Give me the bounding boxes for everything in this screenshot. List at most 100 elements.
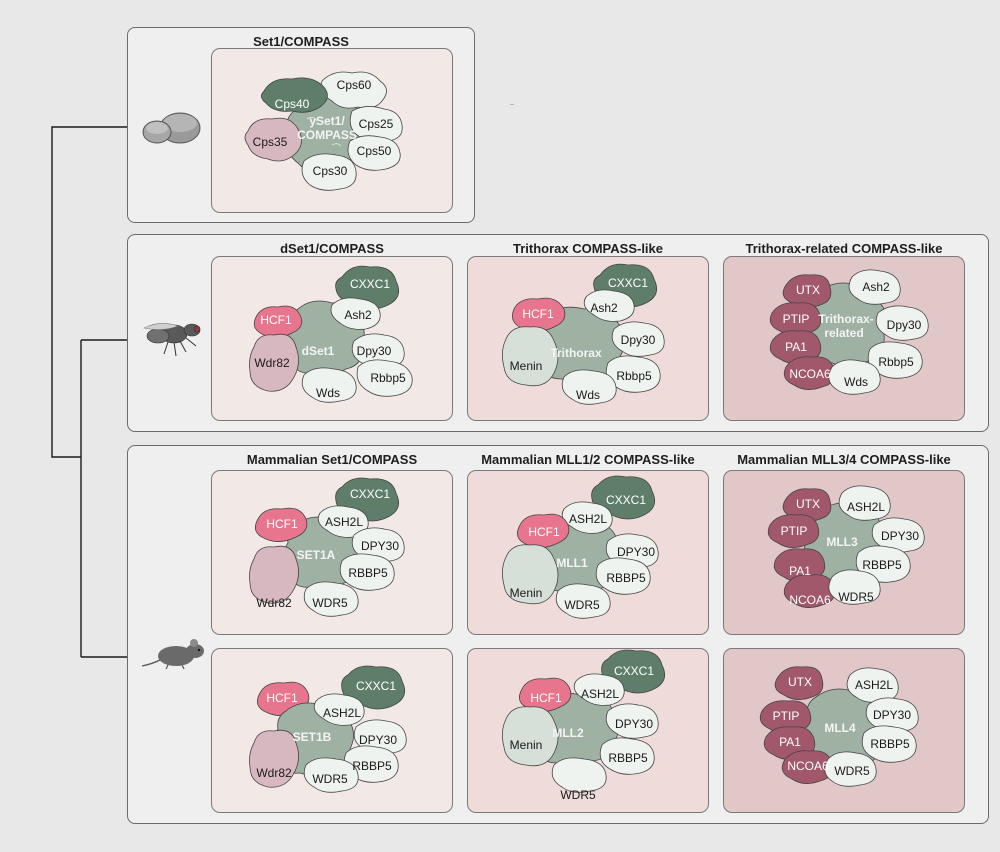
subunit-ash2l [573,673,625,706]
subunit-wdr5 [551,757,607,793]
complex-diagram: HCF1 CXXC1 ASH2L SET1B DPY30 RBBP5 Wdr82… [249,665,407,793]
subunit-wdr5 [555,583,611,619]
subunit-label: WDR5 [560,788,596,802]
subunit-label: RBBP5 [862,558,902,572]
subunit-label: Cps35 [253,135,288,149]
subunit-label: Menin [510,586,543,600]
subunit-wds [301,367,357,403]
subunit-label: ASH2L [847,500,885,514]
subunit-cps25 [349,106,403,143]
core-label: SET1A [297,548,336,562]
complex-diagram: CXXC1 HCF1 ASH2L SET1A DPY30 RBBP5 Wdr82… [249,477,405,617]
subunit-label: ASH2L [323,706,361,720]
subunit-label: Menin [510,359,543,373]
subunit-label: Ash2 [590,301,618,315]
subunit-label: UTX [796,497,820,511]
complex-diagram: UTX Ash2 PTIP Trithorax- related Dpy30 P… [769,269,929,395]
subunit-wdr82 [249,545,299,604]
subunit-ash2l [838,485,891,521]
subunit-label: WDR5 [834,764,870,778]
subunit-label: HCF1 [260,313,292,327]
subunit-label: HCF1 [266,517,298,531]
panel-title: Trithorax-related COMPASS-like [745,241,943,256]
subunit-dpy30 [605,703,659,739]
subunit-label: UTX [796,283,820,297]
subunit-menin [502,706,559,767]
subunit-label: RBBP5 [352,759,392,773]
complex-diagram: CXXC1 HCF1 Ash2 dSet1 Dpy30 Wdr82 Rbbp5 … [249,265,413,403]
subunit-pa1 [773,548,826,582]
subunit-label: HCF1 [266,691,298,705]
subunit-menin [502,544,559,605]
subunit-label: PTIP [783,312,810,326]
subunit-label: UTX [788,675,812,689]
subunit-utx [774,666,824,700]
subunit-label: PA1 [789,564,811,578]
subunit-label: Rbbp5 [878,355,914,369]
subunit-ptip [759,700,812,734]
subunit-cps50 [347,135,401,171]
complex-card-fly-trr: UTX Ash2 PTIP Trithorax- related Dpy30 P… [723,256,965,421]
subunit-label: PTIP [773,709,800,723]
subunit-hcf1 [516,513,570,548]
core-label: related [824,326,863,340]
complex-diagram: CXXC1 ASH2L HCF1 MLL1 DPY30 RBBP5 Menin … [502,475,659,619]
subunit-wdr5 [303,581,359,617]
subunit-ash2 [583,289,635,322]
subunit-cps60 [320,71,387,109]
panel-title: Set1/COMPASS [253,34,349,49]
subunit-label: WDR5 [838,590,874,604]
subunit-label: PA1 [779,735,801,749]
complex-card-mam-mll2: CXXC1 HCF1 ASH2L MLL2 DPY30 Menin RBBP5 … [467,648,709,813]
core-label: dSet1 [302,344,335,358]
phylogenetic-tree [51,126,127,658]
complex-card-fly-trx: CXXC1 HCF1 Ash2 Trithorax Dpy30 Menin Rb… [467,256,709,421]
artifact-dot [510,104,514,105]
subunit-hcf1 [254,507,308,542]
subunit-label: ASH2L [325,515,363,529]
subunit-menin [502,326,559,387]
subunit-wds [828,359,881,395]
subunit-label: RBBP5 [608,751,648,765]
subunit-ash2 [330,297,381,330]
core-label: MLL1 [556,556,588,570]
subunit-cps35 [244,117,302,162]
subunit-label: Wdr82 [254,356,290,370]
subunit-label: Dpy30 [621,333,656,347]
subunit-label: Rbbp5 [616,369,652,383]
subunit-label: HCF1 [522,307,554,321]
panel-title: Mammalian MLL3/4 COMPASS-like [737,452,951,467]
subunit-label: Wds [576,388,600,402]
subunit-wdr82 [249,729,299,788]
core-label: SET1B [293,730,332,744]
subunit-wdr5 [303,757,359,793]
subunit-ptip [767,514,820,548]
subunit-label: NCOA6 [789,367,831,381]
subunit-label: RBBP5 [870,737,910,751]
subunit-label: DPY30 [615,717,653,731]
subunit-rbbp5 [595,557,651,595]
subunit-rbbp5 [339,553,395,591]
complex-card-mam-mll1: CXXC1 ASH2L HCF1 MLL1 DPY30 RBBP5 Menin … [467,470,709,635]
subunit-label: Dpy30 [887,318,922,332]
panel-title: Mammalian Set1/COMPASS [246,452,418,467]
subunit-label: Ash2 [344,308,372,322]
subunit-cps30 [301,153,357,191]
subunit-label: DPY30 [881,529,919,543]
core-label: COMPASS [297,128,357,142]
subunit-label: CXXC1 [606,493,646,507]
subunit-label: ASH2L [581,687,619,701]
core-label: MLL2 [552,726,584,740]
mouse-icon [141,639,204,670]
subunit-rbbp5 [861,725,917,763]
complex-card-yeast-set1: Cps60 Cps40 ySet1/ COMPASS Cps35 Cps25 C… [211,48,453,213]
subunit-label: CXXC1 [614,664,654,678]
subunit-utx [782,274,832,308]
subunit-label: Menin [510,738,543,752]
subunit-label: DPY30 [361,539,399,553]
subunit-label: ASH2L [569,512,607,526]
subunit-rbbp5 [356,359,413,397]
core-label: Trithorax [550,346,602,360]
subunit-hcf1 [253,305,303,338]
subunit-label: PA1 [785,340,807,354]
